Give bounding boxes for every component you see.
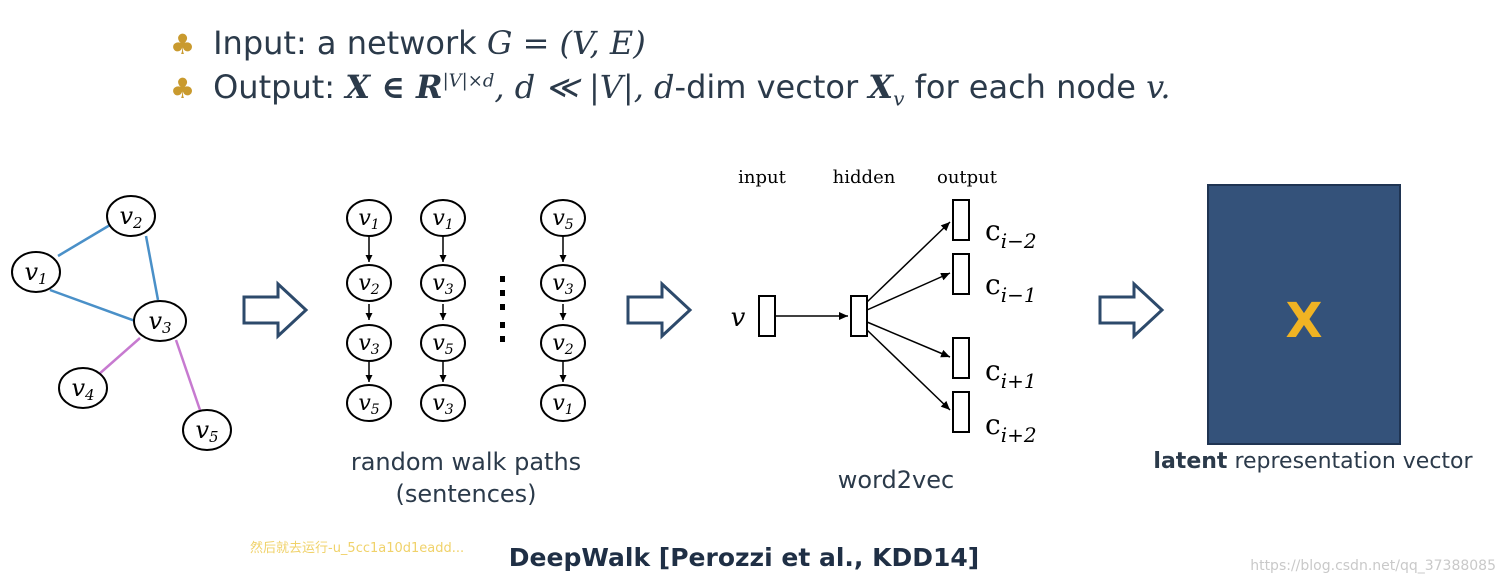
random-walk-paths: v1 v2 v3 v5 v1 v3 v5 v3 bbox=[346, 199, 586, 508]
graph-nodes: v1 v2 v3 v4 v5 bbox=[11, 195, 232, 451]
output-node: v. bbox=[1146, 68, 1171, 106]
graph-node-v1: v1 bbox=[11, 251, 61, 293]
club-icon: ♣ bbox=[170, 28, 196, 61]
w2v-output-label: output bbox=[937, 167, 998, 188]
w2v-output-c-4: ci+2 bbox=[985, 408, 1037, 447]
edge-v3-v4 bbox=[97, 337, 141, 376]
latent-caption: latent representation vector bbox=[1153, 449, 1473, 474]
graph-node-v4: v4 bbox=[58, 367, 108, 409]
latent-symbol: X bbox=[1285, 293, 1322, 349]
walk-path-3: v5 v3 v2 v1 bbox=[540, 199, 586, 422]
output-dim: -dim vector bbox=[674, 68, 859, 106]
graph-edges bbox=[49, 223, 202, 411]
graph-node-v2: v2 bbox=[106, 195, 156, 237]
w2v-output-c-1: ci−2 bbox=[985, 214, 1037, 253]
walk-path-2: v1 v3 v5 v3 bbox=[420, 199, 466, 422]
w2v-input-layer bbox=[758, 295, 776, 337]
output-d: d bbox=[654, 68, 675, 106]
w2v-hidden-layer bbox=[850, 295, 868, 337]
svg-text:v1: v1 bbox=[24, 258, 47, 288]
w2v-input-label: input bbox=[738, 167, 786, 188]
club-icon: ♣ bbox=[170, 72, 196, 105]
w2v-output-layer-2 bbox=[952, 253, 970, 295]
w2v-output-layer-3 bbox=[952, 337, 970, 379]
output-label: Output: bbox=[213, 68, 336, 106]
w2v-output-layer-4 bbox=[952, 391, 970, 433]
svg-text:v3: v3 bbox=[148, 307, 171, 337]
w2v-hidden-label: hidden bbox=[833, 167, 896, 188]
edge-v1-v3 bbox=[49, 288, 139, 324]
output-formula: X ∈ R|V|×d, d ≪ |V|, bbox=[345, 68, 644, 106]
word2vec-network: input hidden output v ci−2 ci−1 ci+1 ci+… bbox=[731, 167, 1037, 494]
input-formula: G = (V, E) bbox=[486, 24, 646, 62]
edge-v1-v2 bbox=[57, 223, 111, 258]
flow-arrow-3 bbox=[1098, 280, 1165, 340]
walk-ellipsis bbox=[500, 276, 505, 342]
input-label: Input: bbox=[213, 24, 307, 62]
footer-title: DeepWalk [Perozzi et al., KDD14] bbox=[509, 543, 979, 572]
svg-text:v5: v5 bbox=[195, 416, 218, 446]
w2v-caption: word2vec bbox=[838, 466, 954, 494]
output-xv: Xv bbox=[868, 68, 905, 111]
flow-arrow-2 bbox=[626, 280, 693, 340]
bullet-output: ♣ Output: X ∈ R|V|×d, d ≪ |V|, d-dim vect… bbox=[170, 68, 1171, 110]
graph-node-v3: v3 bbox=[133, 300, 187, 342]
w2v-output-layer-1 bbox=[952, 199, 970, 241]
output-tail: for each node bbox=[914, 68, 1136, 106]
w2v-output-c-3: ci+1 bbox=[985, 354, 1037, 393]
walks-caption-line1: random walk paths bbox=[351, 448, 581, 476]
graph-node-v5: v5 bbox=[182, 409, 232, 451]
flow-arrow-1 bbox=[242, 280, 309, 340]
watermark-left: 然后就去运行-u_5cc1a10d1eadd... bbox=[250, 540, 464, 556]
svg-text:v4: v4 bbox=[71, 374, 94, 404]
latent-box bbox=[1207, 184, 1401, 445]
walk-path-1: v1 v2 v3 v5 bbox=[346, 199, 392, 422]
input-text: a network bbox=[316, 24, 477, 62]
latent-representation: X latent representation vector bbox=[1153, 184, 1474, 474]
edge-v3-v5 bbox=[174, 339, 202, 411]
walks-caption-line2: (sentences) bbox=[395, 480, 536, 508]
edge-v2-v3 bbox=[144, 235, 160, 301]
w2v-v-label: v bbox=[731, 303, 746, 333]
watermark-right: https://blog.csdn.net/qq_37388085 bbox=[1250, 558, 1496, 574]
w2v-output-c-2: ci−1 bbox=[985, 268, 1037, 307]
svg-text:v2: v2 bbox=[119, 202, 142, 232]
bullet-input: ♣ Input: a network G = (V, E) bbox=[170, 24, 646, 62]
